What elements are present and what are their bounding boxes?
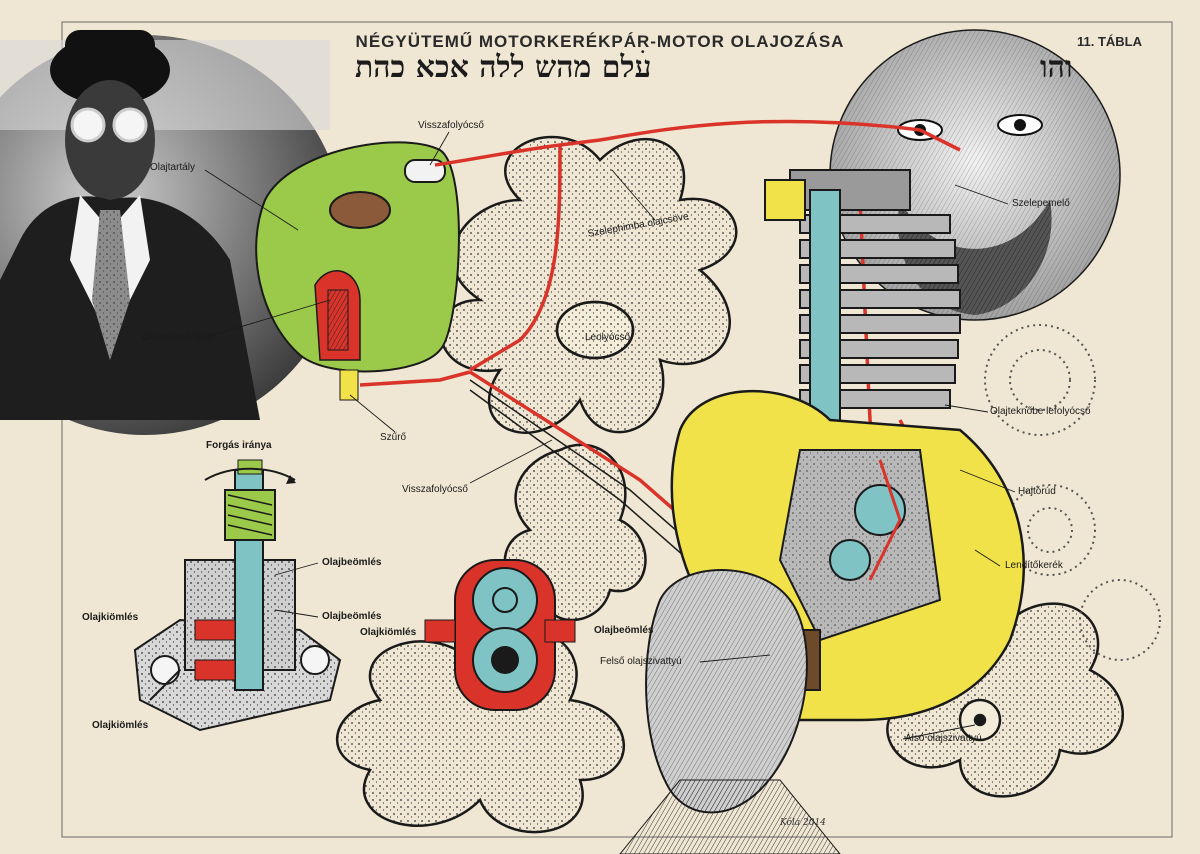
oil-tank <box>255 141 460 401</box>
portrait-bottom <box>619 569 841 854</box>
label-hajtorud: Hajtórúd <box>1018 486 1056 497</box>
engine-cylinder <box>764 169 961 431</box>
label-visszafolyocso-mid: Visszafolyócső <box>402 484 468 495</box>
frame-border <box>61 21 1173 838</box>
label-olajkiomles-1: Olajkiömlés <box>82 612 139 623</box>
plate-number: 11. TÁBLA <box>1076 34 1142 49</box>
artist-signature: Kóla 2014 <box>780 818 826 828</box>
label-szelepemelo: Szelepemelő <box>1012 198 1070 209</box>
label-olajteknobe: Olajteknőbe lefolyócső <box>990 406 1091 417</box>
label-olajkiomles-2: Olajkiömlés <box>360 627 417 638</box>
label-leolvaso: Leolyócső <box>585 332 631 343</box>
label-olajbeonto-fedel: Olajbeöntő fedél <box>142 332 215 343</box>
label-olajbeomles-1: Olajbeömlés <box>322 557 382 568</box>
leader-line <box>204 131 1016 740</box>
label-olajbeomles-2: Olajbeömlés <box>322 611 382 622</box>
amoeba-blob <box>439 135 738 434</box>
label-szuro: Szűrő <box>380 432 407 443</box>
poster-title: NÉGYÜTEMŰ MOTORKERÉKPÁR-MOTOR OLAJOZÁSA <box>355 32 845 51</box>
gear-outline <box>984 324 1161 661</box>
label-forgas-iranya: Forgás iránya <box>206 440 272 451</box>
label-also-olajszivattyu: Alsó olajszivattyú <box>905 733 982 744</box>
label-olajtartaly: Olajtartály <box>150 162 196 173</box>
label-olajkiomles-3: Olajkiömlés <box>92 720 149 731</box>
pump-cutaway <box>133 459 342 732</box>
crankcase <box>670 389 1026 722</box>
hebrew-inscription-right: והו <box>1040 50 1073 85</box>
label-lenditokerek: Lendítőkerék <box>1005 560 1063 571</box>
label-visszafolyocso-top: Visszafolyócső <box>418 120 484 131</box>
gear-pump <box>424 559 576 711</box>
portrait-left <box>0 30 345 435</box>
label-olajbeomles-3: Olajbeömlés <box>594 625 654 636</box>
hebrew-inscription: עׄלם מהש ללה אכא כהת <box>355 50 652 85</box>
label-felso-olajszivattyu: Felső olajszivattyú <box>600 656 682 667</box>
